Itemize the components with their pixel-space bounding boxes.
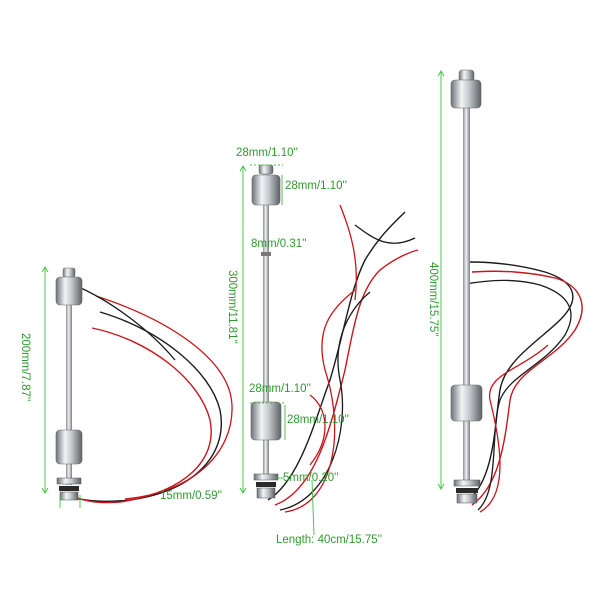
- top-width-label: 28mm/1.10'': [236, 147, 298, 159]
- lower-float-label: 28mm/1.10'': [287, 414, 349, 426]
- thread-label: 5mm/0.20'': [283, 472, 339, 484]
- lower-width-label: 28mm/1.10'': [249, 383, 311, 395]
- height-label-300mm: 300mm/11.81'': [226, 270, 238, 344]
- rod-diameter-label: 8mm/0.31'': [251, 238, 307, 250]
- bottom-dimension-label: 15mm/0.59'': [160, 490, 222, 502]
- height-label-200mm: 200mm/7.87'': [19, 333, 31, 402]
- float-switch-400mm: [437, 69, 583, 513]
- height-label-400mm: 400mm/15.75'': [427, 262, 439, 337]
- top-float-label: 28mm/1.10'': [285, 180, 347, 192]
- cable-length-label: Length: 40cm/15.75'': [276, 534, 383, 546]
- float-switch-200mm: [41, 266, 233, 508]
- float-switch-300mm: [239, 164, 419, 536]
